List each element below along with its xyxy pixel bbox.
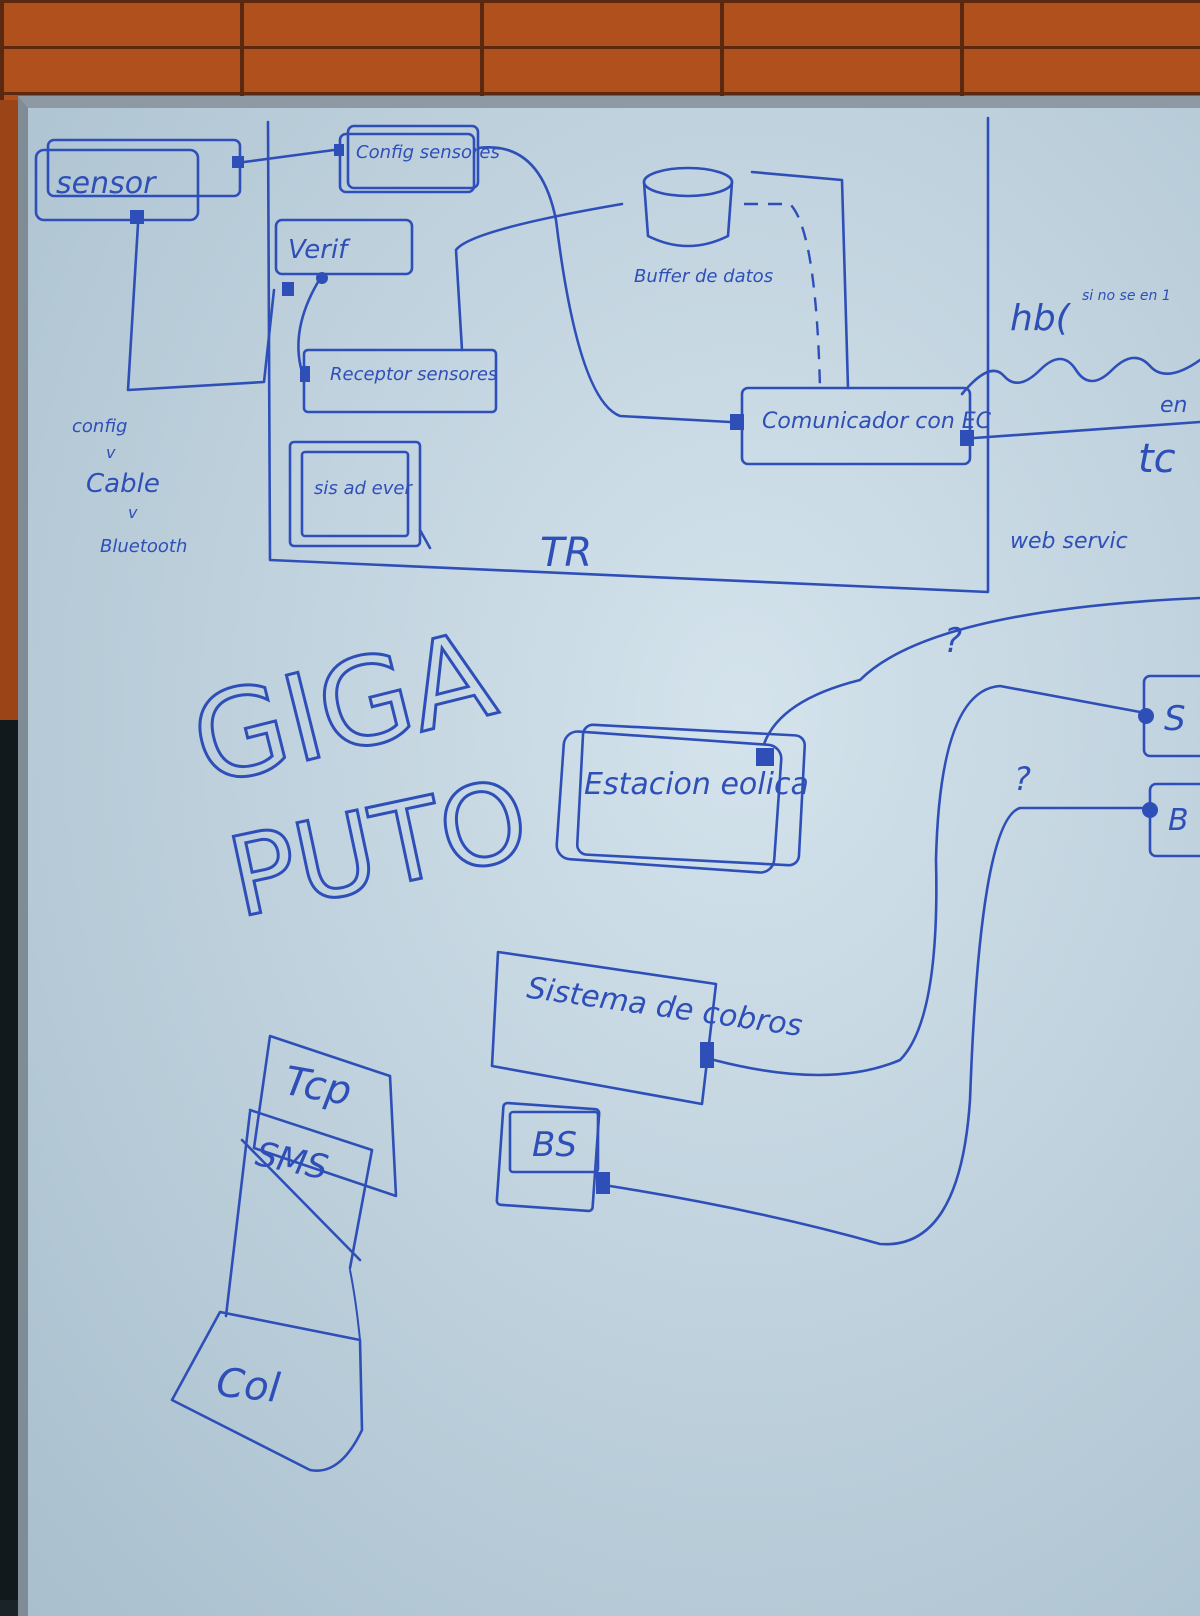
right-notes: hb( si no se en 1 en tc web servic	[960, 288, 1200, 554]
estacion-eolica-component: Estacion eolica	[555, 723, 809, 874]
buffer-label: Buffer de datos	[634, 266, 773, 287]
link-config-comunicador	[476, 145, 732, 424]
link-bs-right	[608, 806, 1148, 1246]
sensor-label: sensor	[56, 166, 157, 201]
comunicador-component: Comunicador con EC	[730, 386, 992, 466]
config-sensores-label: Config sensores	[356, 142, 500, 163]
link-comunicador-buffer	[750, 170, 850, 390]
link-sensor-loop	[126, 222, 276, 392]
protocol-stack: Tcp SMS Col	[170, 1034, 398, 1472]
stack-sms-label: SMS	[252, 1134, 331, 1188]
link-sis-bottom	[418, 528, 432, 550]
svg-text:si no se en 1: si no se en 1	[1082, 288, 1171, 304]
svg-text:tc: tc	[1138, 436, 1176, 482]
stack-tcp-label: Tcp	[281, 1058, 355, 1115]
link-cobros-right	[712, 684, 1142, 1077]
verif-label: Verif	[288, 235, 351, 265]
bs-component: BS	[495, 1101, 610, 1213]
brick-wall-left	[0, 100, 22, 720]
verif-component: Verif	[274, 218, 414, 296]
link-receptor-buffer	[454, 202, 624, 352]
stack-col-label: Col	[214, 1360, 282, 1412]
svg-text:config: config	[72, 416, 127, 437]
sistema-cobros-label: Sistema de cobros	[525, 971, 805, 1044]
link-sensor-config	[242, 148, 336, 164]
receptor-sensores-component: Receptor sensores	[300, 348, 498, 414]
svg-text:S: S	[1164, 699, 1186, 739]
svg-text:hb(: hb(	[1010, 298, 1072, 339]
link-buffer-dashed	[744, 202, 822, 389]
config-list: config v Cable v Bluetooth	[72, 416, 187, 557]
svg-text:v: v	[106, 443, 116, 462]
brick-wall	[0, 0, 1200, 110]
svg-text:B: B	[1168, 803, 1189, 838]
svg-text:en: en	[1160, 393, 1187, 418]
tr-region-label: TR	[540, 530, 592, 576]
estacion-eolica-label: Estacion eolica	[584, 767, 809, 802]
right-partial-boxes: S B	[1138, 674, 1200, 858]
bs-label: BS	[532, 1125, 577, 1165]
config-sensores-component: Config sensores	[334, 124, 500, 194]
sistema-cobros-component: Sistema de cobros	[490, 950, 805, 1106]
svg-text:Cable: Cable	[86, 469, 160, 499]
buffer-component: Buffer de datos	[634, 166, 773, 287]
link-verif-receptor	[297, 280, 320, 374]
svg-text:?: ?	[1014, 760, 1031, 798]
sensor-component: sensor	[34, 138, 244, 224]
svg-text:?: ?	[944, 621, 962, 661]
link-eolica-top	[762, 596, 1200, 746]
svg-text:Bluetooth: Bluetooth	[100, 536, 187, 557]
sis-admin-component: sis ad ever	[288, 440, 422, 548]
svg-text:v: v	[128, 503, 138, 522]
sis-admin-label: sis ad ever	[314, 478, 413, 499]
svg-text:web servic: web servic	[1010, 529, 1128, 554]
receptor-sensores-label: Receptor sensores	[330, 364, 497, 385]
comunicador-label: Comunicador con EC	[762, 409, 992, 434]
